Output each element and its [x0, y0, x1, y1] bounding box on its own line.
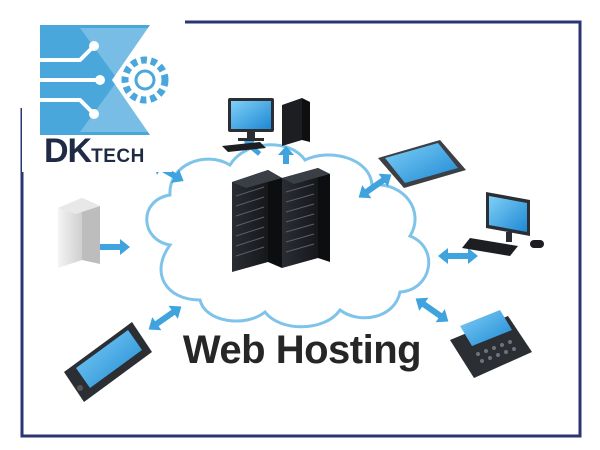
logo-wordmark: DKTECH: [44, 132, 145, 171]
logo-text-tech: TECH: [91, 146, 145, 167]
desktop-pc-icon: [222, 98, 310, 152]
frame-border: [20, 20, 582, 438]
server-rack-icon: [232, 168, 330, 272]
monitor-keyboard-icon: [462, 192, 544, 256]
logo-text-dk: DK: [44, 132, 92, 170]
page-title: Web Hosting: [182, 328, 422, 372]
blackberry-phone-icon: [450, 310, 532, 378]
smartphone-icon: [64, 322, 152, 402]
tablet-icon: [378, 140, 466, 188]
server-box-icon: [58, 198, 100, 268]
logo-icon: [22, 12, 172, 172]
